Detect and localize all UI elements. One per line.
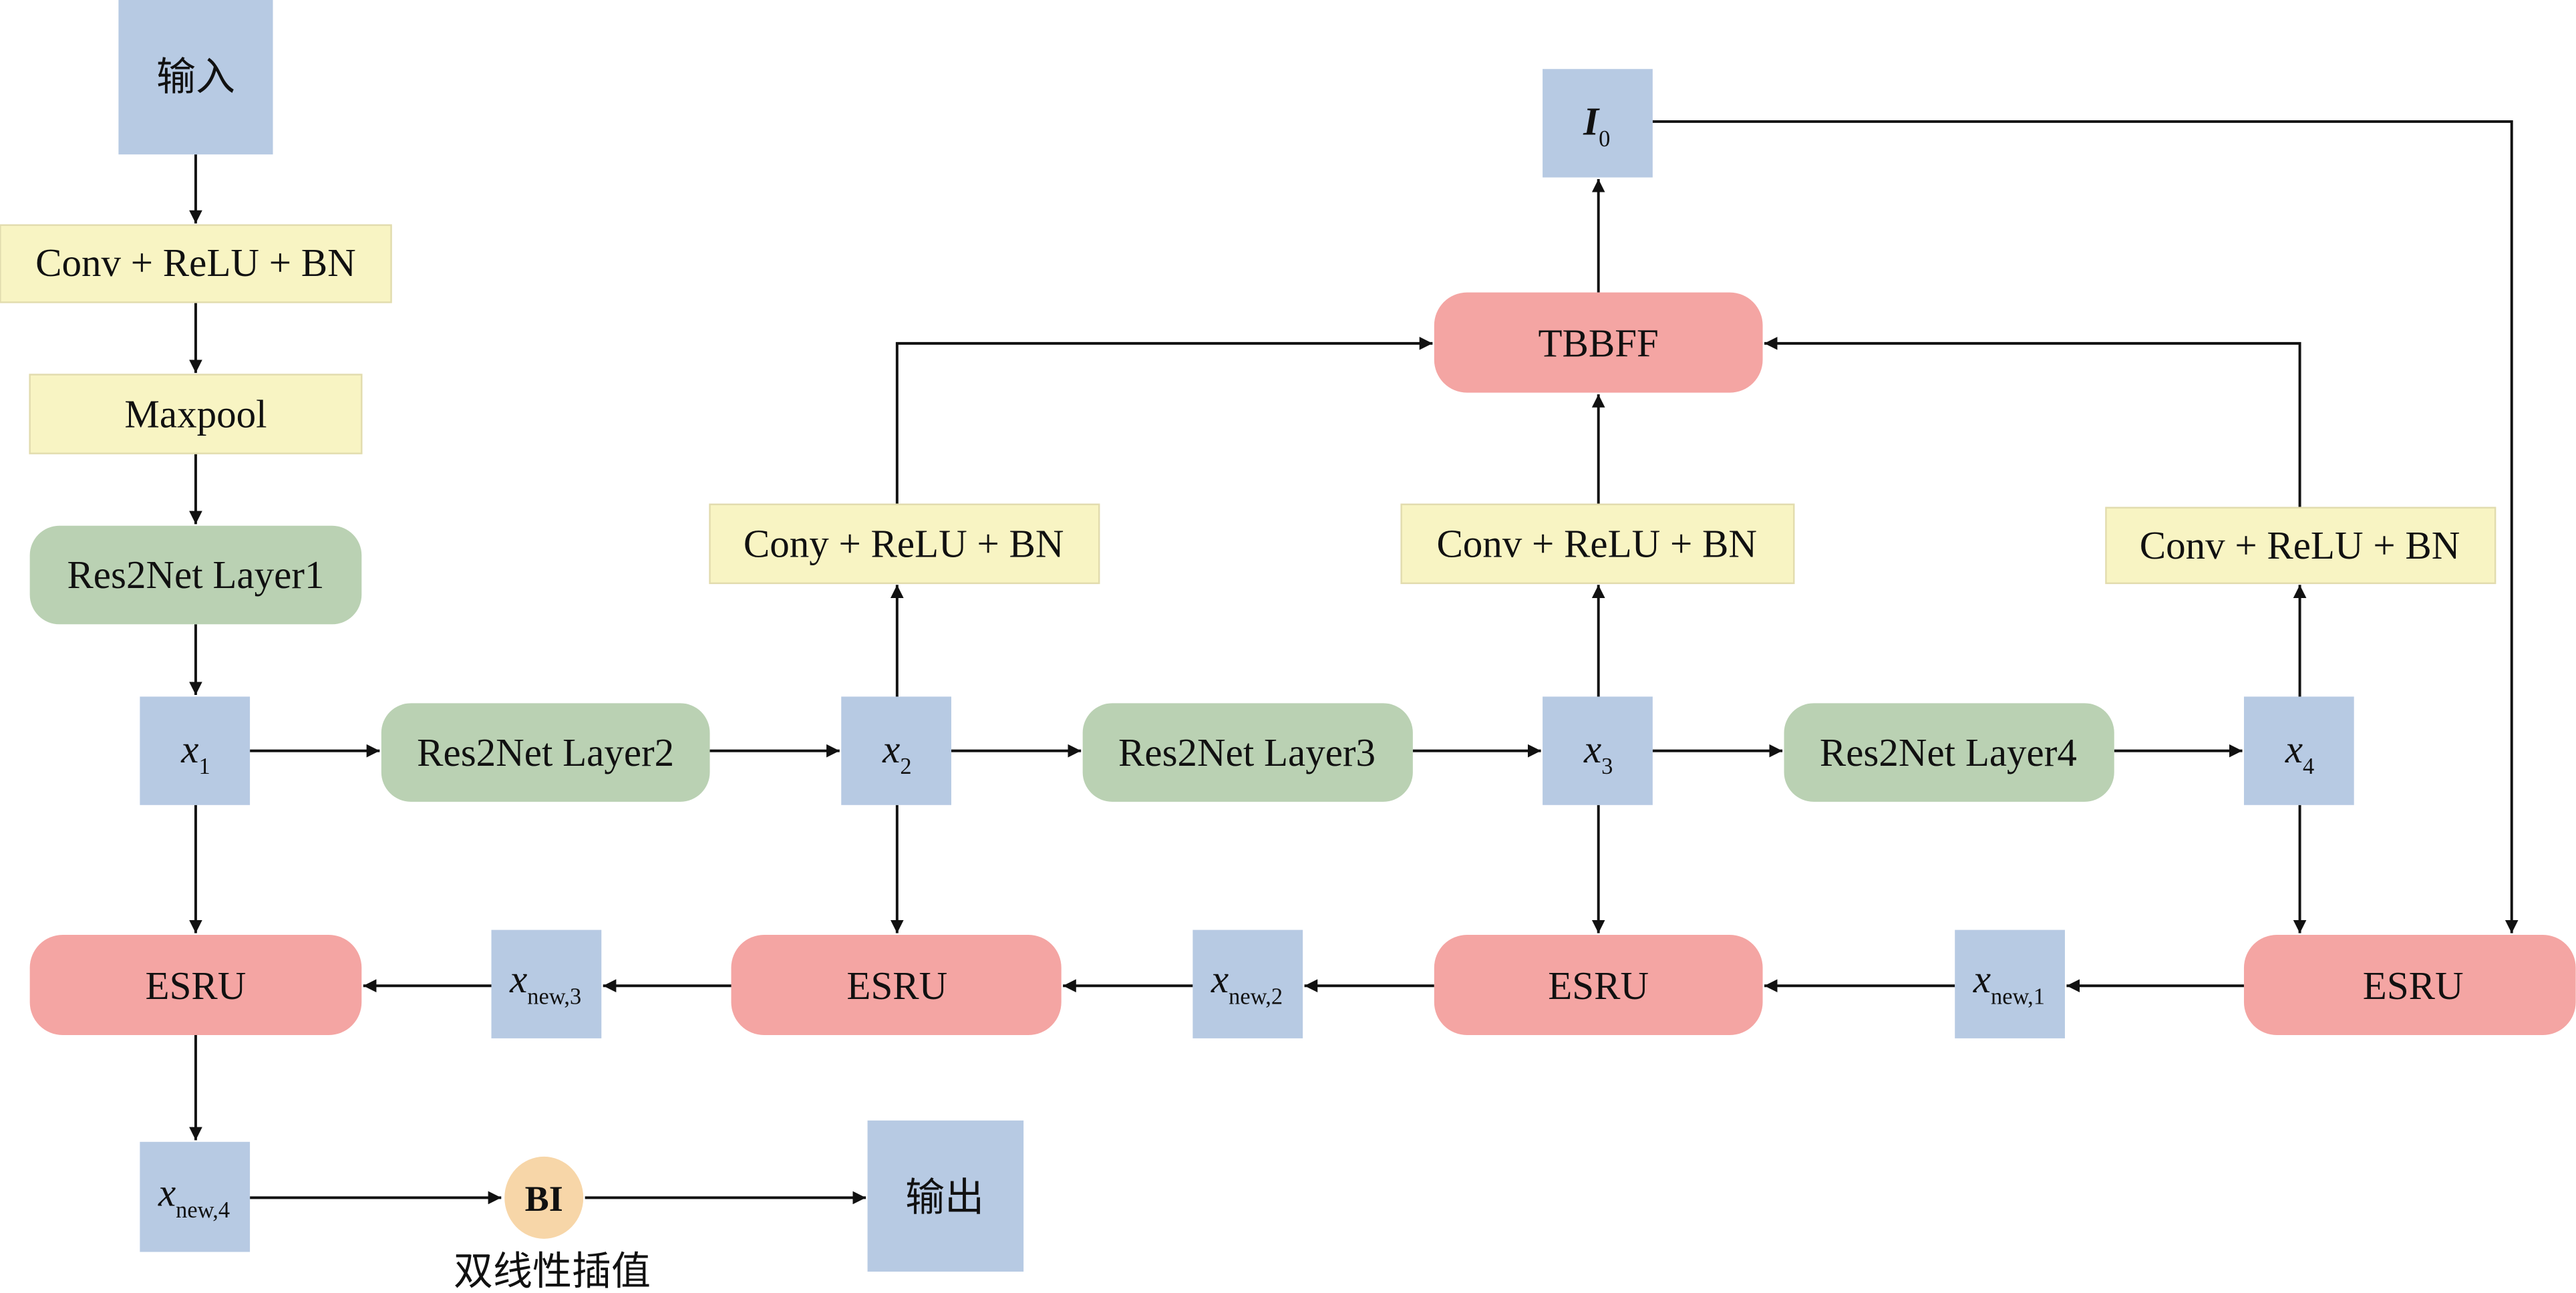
xnew2-label: xnew,2 xyxy=(1211,957,1283,1009)
node-xnew4: xnew,4 xyxy=(140,1141,251,1252)
edge-i0-esru4 xyxy=(1652,120,2519,933)
x3-box xyxy=(1543,696,1653,805)
esru-1-label: ESRU xyxy=(146,964,247,1008)
node-xnew3: xnew,3 xyxy=(491,929,602,1038)
layer4-box xyxy=(1784,703,2114,802)
node-xnew2: xnew,2 xyxy=(1192,929,1303,1038)
x4-box xyxy=(2243,696,2354,805)
node-esru-3: ESRU xyxy=(1434,935,1763,1035)
node-x2: x2 xyxy=(841,696,951,805)
layer3-box xyxy=(1082,703,1413,802)
node-conv-top: Conv + ReLU + BN xyxy=(0,224,392,303)
xnew4-box xyxy=(140,1141,251,1252)
conv-x2-label: Cony + ReLU + BN xyxy=(744,522,1064,566)
node-maxpool: Maxpool xyxy=(29,374,363,454)
node-layer2: Res2Net Layer2 xyxy=(381,703,710,802)
esru-3-label: ESRU xyxy=(1548,964,1649,1008)
conv-x4-label: Conv + ReLU + BN xyxy=(2140,523,2460,567)
esru-4-box xyxy=(2243,935,2576,1035)
conv-x2-box xyxy=(709,503,1100,585)
node-layer4: Res2Net Layer4 xyxy=(1784,703,2114,802)
node-x4: x4 xyxy=(2243,696,2354,805)
layer4-label: Res2Net Layer4 xyxy=(1820,730,2077,774)
conv-x3-box xyxy=(1400,503,1795,585)
node-conv-x2: Cony + ReLU + BN xyxy=(709,503,1100,585)
xnew2-box xyxy=(1192,929,1303,1038)
x1-label: x1 xyxy=(180,727,210,779)
esru-3-box xyxy=(1434,935,1763,1035)
node-layer1: Res2Net Layer1 xyxy=(29,525,362,625)
layer1-label: Res2Net Layer1 xyxy=(67,553,324,597)
conv-top-box xyxy=(0,224,392,303)
edges xyxy=(189,120,2519,1205)
conv-x4-box xyxy=(2105,507,2497,585)
layer3-label: Res2Net Layer3 xyxy=(1118,730,1376,774)
x4-label: x4 xyxy=(2285,727,2314,779)
xnew1-box xyxy=(1955,929,2065,1038)
x1-box xyxy=(140,696,251,805)
xnew3-label: xnew,3 xyxy=(509,957,581,1009)
bi-label: BI xyxy=(525,1179,563,1219)
bi-circle xyxy=(504,1156,584,1239)
tbbff-box xyxy=(1434,292,1763,393)
x2-label: x2 xyxy=(882,727,911,779)
node-bi: BI 双线性插值 xyxy=(454,1156,651,1293)
layer2-box xyxy=(381,703,710,802)
node-esru-4: ESRU xyxy=(2243,935,2576,1035)
node-xnew1: xnew,1 xyxy=(1955,929,2065,1038)
tbbff-label: TBBFF xyxy=(1539,321,1659,366)
node-conv-x3: Conv + ReLU + BN xyxy=(1400,503,1795,585)
input-box xyxy=(118,0,273,155)
conv-top-label: Conv + ReLU + BN xyxy=(35,241,356,285)
i0-label: I0 xyxy=(1583,100,1610,152)
esru-2-box xyxy=(731,935,1062,1035)
esru-1-box xyxy=(29,935,362,1035)
input-label: 输入 xyxy=(156,53,235,100)
node-layer3: Res2Net Layer3 xyxy=(1082,703,1413,802)
i0-box xyxy=(1543,69,1653,178)
edge-conv2-tbbff xyxy=(895,337,1433,505)
node-esru-1: ESRU xyxy=(29,935,362,1035)
x2-box xyxy=(841,696,951,805)
node-x3: x3 xyxy=(1543,696,1653,805)
node-conv-x4: Conv + ReLU + BN xyxy=(2105,507,2497,585)
node-input: 输入 xyxy=(118,0,273,155)
node-output: 输出 xyxy=(867,1120,1024,1272)
esru-2-label: ESRU xyxy=(846,964,947,1008)
layer2-label: Res2Net Layer2 xyxy=(417,730,674,774)
conv-x3-label: Conv + ReLU + BN xyxy=(1436,522,1757,566)
maxpool-label: Maxpool xyxy=(124,392,267,436)
output-box xyxy=(867,1120,1024,1272)
node-x1: x1 xyxy=(140,696,251,805)
xnew3-box xyxy=(491,929,602,1038)
node-esru-2: ESRU xyxy=(731,935,1062,1035)
output-label: 输出 xyxy=(905,1174,984,1220)
xnew1-label: xnew,1 xyxy=(1973,957,2045,1009)
node-i0: I0 xyxy=(1543,69,1653,178)
node-tbbff: TBBFF xyxy=(1434,292,1763,393)
edge-conv4-tbbff xyxy=(1764,337,2301,508)
xnew4-label: xnew,4 xyxy=(158,1171,230,1223)
bi-caption: 双线性插值 xyxy=(454,1248,651,1293)
maxpool-box xyxy=(29,374,363,454)
layer1-box xyxy=(29,525,362,625)
esru-4-label: ESRU xyxy=(2363,964,2464,1008)
x3-label: x3 xyxy=(1583,727,1613,779)
